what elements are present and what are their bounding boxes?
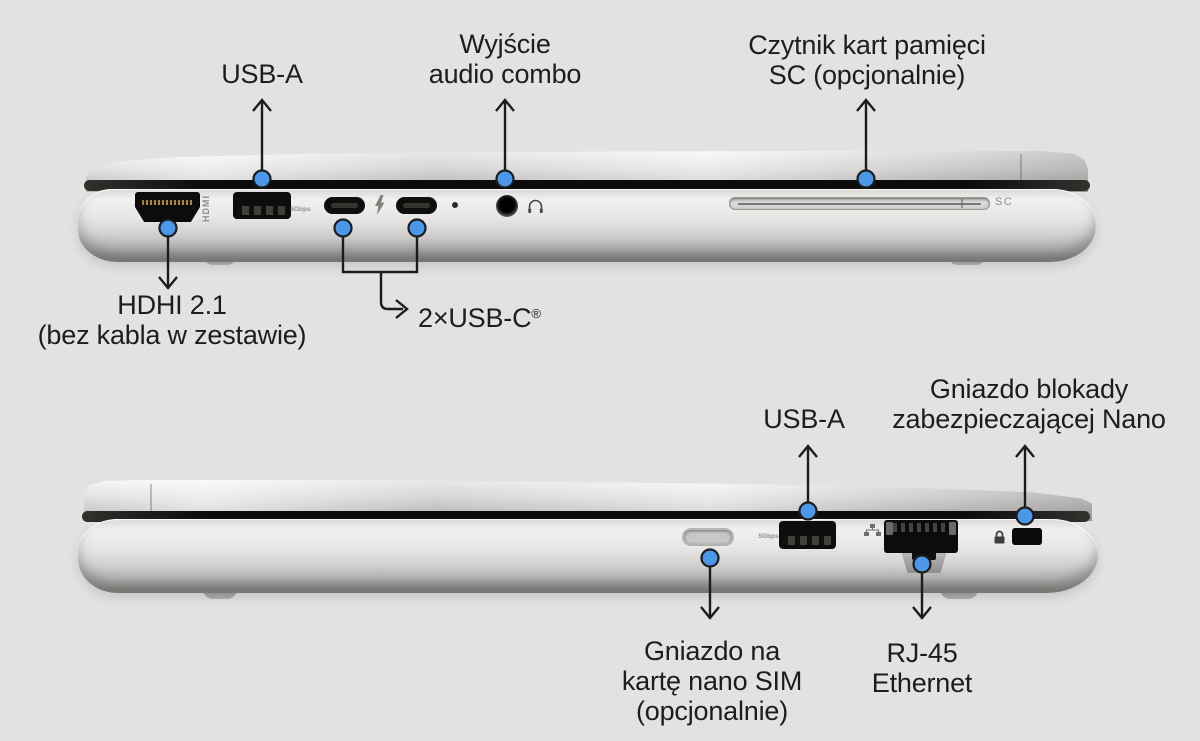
registered-mark: ® [531, 306, 541, 321]
usb-5gbps-icon: 5Gbps [290, 205, 311, 213]
hdmi-port [135, 192, 200, 222]
usb-c-slot [331, 203, 358, 208]
hdmi-pins [142, 200, 193, 205]
arrowhead-up [856, 98, 876, 112]
label-line: USB-A [763, 404, 845, 434]
label-2x-usb-c: 2×USB-C® [418, 299, 541, 333]
label-line: SC (opcjonalnie) [768, 60, 966, 90]
arrowhead-down [912, 606, 932, 620]
mic-hole [452, 202, 458, 208]
usb-c-port-1 [324, 197, 365, 214]
label-nano-sim: Gniazdo na kartę nano SIM (opcjonalnie) [622, 636, 802, 726]
arrowhead-up [252, 98, 272, 112]
label-audio-combo: Wyjście audio combo [428, 29, 582, 89]
label-sc-card-reader: Czytnik kart pamięci SC (opcjonalnie) [748, 30, 986, 90]
rj45-port [884, 520, 958, 553]
audio-combo-jack [496, 195, 518, 217]
rj45-latch [901, 551, 947, 573]
headphones-icon [527, 198, 544, 215]
lock-icon [993, 530, 1006, 544]
lid-base-gap [84, 180, 1090, 191]
usb-a-port [233, 192, 291, 219]
rj45-side-tab [949, 522, 956, 535]
label-line: audio combo [428, 59, 582, 89]
hdmi-port-marking: HDMI [201, 195, 211, 222]
arrowhead-up [798, 444, 818, 458]
label-line: kartę nano SIM [621, 666, 803, 696]
arrowhead-right [395, 299, 409, 319]
usb-a-port [779, 521, 836, 549]
lid-hinge-seam [150, 484, 152, 514]
usb-c-slot [403, 203, 430, 208]
lid-base-gap [82, 511, 1090, 522]
label-line: Gniazdo na [643, 636, 781, 666]
usb-a-tongue [783, 536, 832, 545]
sc-card-reader-slot [729, 197, 990, 210]
thunderbolt-icon [372, 194, 388, 216]
label-security-lock: Gniazdo blokady zabezpieczającej Nano [892, 374, 1166, 434]
label-line: USB-A [221, 59, 303, 89]
label-hdmi: HDHI 2.1 (bez kabla w zestawie) [38, 290, 307, 350]
usb-a-tongue [237, 206, 287, 215]
label-line: Czytnik kart pamięci [748, 30, 986, 60]
rj45-side-tab [886, 522, 893, 535]
label-line: 2×USB-C [418, 303, 532, 333]
label-usb-a-left: USB-A [221, 59, 303, 89]
usb-5gbps-icon: 5Gbps [758, 532, 779, 540]
label-line: Wyjście [459, 29, 551, 59]
usb-c-bracket-stem [379, 272, 403, 311]
label-line: HDHI 2.1 [117, 290, 227, 320]
label-usb-a-right: USB-A [763, 404, 845, 434]
label-line: zabezpieczającej Nano [892, 404, 1166, 434]
nano-security-lock-slot [1012, 528, 1042, 545]
arrowhead-down [158, 276, 178, 290]
nano-sim-tray [684, 530, 732, 544]
sc-port-marking: SC [995, 196, 1014, 208]
lid-hinge-seam [1020, 154, 1022, 184]
label-line: (opcjonalnie) [635, 696, 788, 726]
label-line: RJ-45 [886, 638, 958, 668]
label-line: (bez kabla w zestawie) [37, 320, 307, 350]
rj45-pins [893, 523, 949, 532]
ethernet-icon [864, 524, 881, 537]
sc-slot-line [738, 202, 981, 205]
arrowhead-up [1015, 444, 1035, 458]
label-line: Ethernet [871, 668, 973, 698]
label-line: Gniazdo blokady [929, 374, 1129, 404]
arrowhead-up [495, 98, 515, 112]
sc-slot-divider [961, 199, 963, 208]
usb-c-port-2 [396, 197, 437, 214]
arrowhead-down [700, 606, 720, 620]
label-rj45-ethernet: RJ-45 Ethernet [871, 638, 973, 698]
